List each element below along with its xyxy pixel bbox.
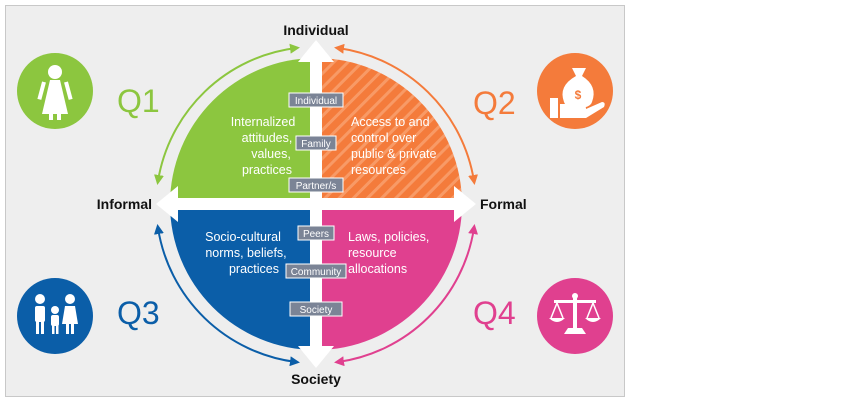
tag-label: Partner/s [296, 181, 337, 192]
q2-line: resources [351, 163, 406, 177]
axis-arrow-down [298, 346, 334, 368]
tag-label: Society [300, 305, 333, 316]
q4-line: allocations [348, 262, 407, 276]
axis-label-bottom: Society [291, 371, 341, 387]
q3-curved-arrow [153, 224, 300, 367]
q4-label: Q4 [473, 295, 516, 331]
q1-curved-arrow [154, 43, 300, 185]
axis-label-right: Formal [480, 196, 527, 212]
q3-label: Q3 [117, 295, 160, 331]
q1-label: Q1 [117, 83, 160, 119]
tag-individual: Individual [288, 92, 344, 108]
quadrant-diagram: Individual Society Informal Formal Inter… [17, 22, 613, 387]
axis-label-left: Informal [97, 196, 152, 212]
q1-line: practices [242, 163, 292, 177]
diagram-panel: Individual Society Informal Formal Inter… [5, 5, 625, 397]
tag-community: Community [285, 263, 347, 279]
money-bag-hand-icon: $ [537, 53, 613, 129]
q3-text: Socio-cultural norms, beliefs, practices [205, 230, 287, 276]
tag-label: Peers [303, 229, 329, 240]
q1-line: attitudes, [242, 131, 293, 145]
q2-label: Q2 [473, 85, 516, 121]
tag-peers: Peers [297, 225, 335, 241]
tag-label: Community [291, 267, 342, 278]
family-icon [17, 278, 93, 354]
axis-label-top: Individual [283, 22, 348, 38]
woman-figure-icon [17, 53, 93, 129]
svg-text:$: $ [575, 88, 582, 102]
q2-line: Access to and [351, 115, 430, 129]
q2-curved-arrow [334, 43, 478, 185]
tag-society: Society [289, 301, 343, 317]
axis-arrow-right [454, 186, 476, 222]
q4-curved-arrow [334, 224, 479, 367]
tag-partners: Partner/s [288, 177, 344, 193]
q3-line: practices [229, 262, 279, 276]
q2-line: public & private [351, 147, 437, 161]
q4-line: Laws, policies, [348, 230, 429, 244]
q1-line: Internalized [231, 115, 296, 129]
q4-text: Laws, policies, resource allocations [348, 230, 429, 276]
q2-text: Access to and control over public & priv… [351, 115, 437, 177]
axis-arrow-left [156, 186, 178, 222]
q1-line: values, [251, 147, 291, 161]
q3-line: Socio-cultural [205, 230, 281, 244]
tag-family: Family [295, 135, 337, 151]
q2-line: control over [351, 131, 416, 145]
q1-text: Internalized attitudes, values, practice… [231, 115, 296, 177]
q4-line: resource [348, 246, 397, 260]
tag-label: Individual [295, 96, 337, 107]
q3-line: norms, beliefs, [205, 246, 286, 260]
axis-arrow-up [298, 40, 334, 62]
horizontal-axis [170, 198, 462, 210]
scales-icon [537, 278, 613, 354]
tag-label: Family [301, 139, 330, 150]
